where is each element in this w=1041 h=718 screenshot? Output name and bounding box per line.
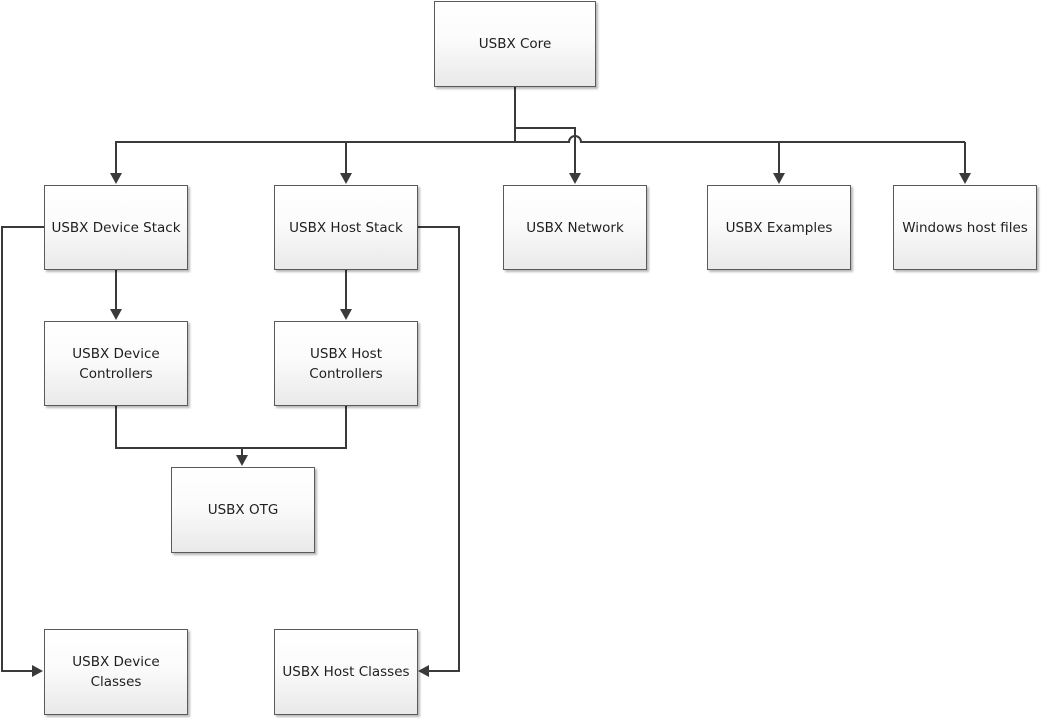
edge-core-to-device-stack [115, 141, 515, 174]
arrowhead-otg [236, 455, 248, 466]
arrowhead-device-classes [32, 665, 43, 677]
node-label: USBX Host Controllers [309, 345, 383, 382]
arrowhead-network [569, 173, 581, 184]
edge-device-stack-to-device-classes [1, 226, 44, 672]
node-windows-host-files: Windows host files [893, 185, 1037, 270]
node-label: USBX Core [478, 36, 552, 52]
node-usbx-network: USBX Network [503, 185, 647, 270]
node-label: USBX OTG [207, 502, 279, 518]
edge-core-to-right-bus [515, 135, 965, 143]
node-usbx-otg: USBX OTG [171, 467, 315, 553]
node-usbx-examples: USBX Examples [707, 185, 851, 270]
node-label: USBX Device Controllers [72, 345, 160, 382]
node-label: USBX Host Stack [289, 219, 403, 236]
node-usbx-device-classes: USBX Device Classes [44, 629, 188, 715]
edge-controllers-to-otg [115, 405, 347, 449]
edge-host-stack-to-host-classes [417, 226, 460, 672]
node-usbx-host-controllers: USBX Host Controllers [274, 321, 418, 406]
node-label: USBX Examples [725, 219, 833, 236]
node-label: Windows host files [902, 219, 1028, 236]
node-usbx-core: USBX Core [434, 1, 596, 87]
edge-core-to-network [515, 127, 576, 174]
node-label: USBX Device Classes [72, 654, 160, 690]
node-usbx-host-classes: USBX Host Classes [274, 629, 418, 715]
node-usbx-device-controllers: USBX Device Controllers [44, 321, 188, 406]
arrowhead-host-controllers [340, 309, 352, 320]
node-label: USBX Host Classes [282, 664, 410, 680]
node-label: USBX Device Stack [51, 219, 181, 236]
node-usbx-host-stack: USBX Host Stack [274, 185, 418, 270]
arrowhead-examples [773, 173, 785, 184]
arrowhead-host-stack [340, 173, 352, 184]
node-label: USBX Network [526, 219, 624, 236]
arrowhead-device-controllers [110, 309, 122, 320]
arrowhead-host-classes [418, 665, 429, 677]
arrowhead-windows-host-files [959, 173, 971, 184]
arrowhead-device-stack [110, 173, 122, 184]
node-usbx-device-stack: USBX Device Stack [44, 185, 188, 270]
